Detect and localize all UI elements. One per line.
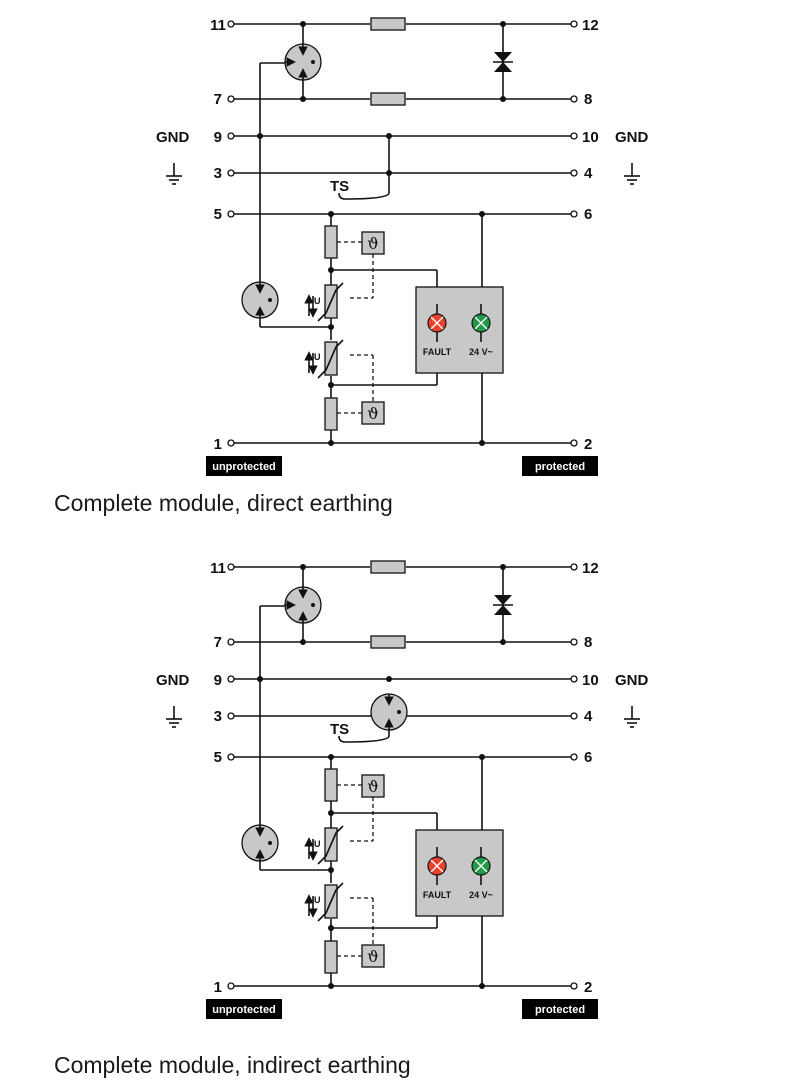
terminal-6-label: 6 [584,749,592,766]
fuse-upper [324,768,338,802]
unprotected-tag [206,999,282,1019]
ground-left-icon [166,706,182,728]
resistor-mid [370,92,406,106]
tvs-diode-icon [493,595,513,615]
power-led-icon [471,304,491,342]
terminal-11-label: 11 [210,560,226,577]
terminal-1-label: 1 [214,436,222,453]
gnd-right-label: GND [615,129,649,146]
terminal-4-label: 4 [584,165,593,182]
voltage-label: 24 V~ [469,890,493,900]
terminal-3-label: 3 [214,165,222,182]
terminal-8-label: 8 [584,91,592,108]
thermal-box-lower [361,401,385,425]
terminal-12-label: 12 [582,17,599,34]
thermal-symbol-lower: ϑ [367,947,378,966]
svg-text:U: U [314,296,321,306]
terminal-1-label: 1 [214,979,222,996]
svg-text:U: U [314,352,321,362]
gas-discharge-tube-top-icon [284,43,322,81]
protected-tag [522,456,598,476]
indicator-module [415,286,504,374]
unprotected-label: unprotected [212,461,276,473]
terminals [227,563,578,990]
thermal-symbol-lower: ϑ [367,404,378,423]
terminal-9-label: 9 [214,672,222,689]
junctions [257,21,506,446]
terminal-8-label: 8 [584,634,592,651]
terminal-3-label: 3 [214,708,222,725]
fuse-upper [324,225,338,259]
ts-link [338,136,390,200]
power-led-icon [471,847,491,885]
diagram-indirect-earthing: 11 7 9 3 5 1 12 8 10 4 6 2 GND GND [0,543,800,1023]
terminal-4-label: 4 [584,708,593,725]
wiring [234,23,571,444]
varistor-upper-icon: U [304,282,344,322]
ts-label: TS [330,178,349,195]
terminal-7-label: 7 [214,634,222,651]
tvs-diode-icon [493,52,513,72]
resistor-mid [370,635,406,649]
diagram-direct-earthing: 11 7 9 3 5 1 12 8 10 4 6 2 GND GND [0,0,800,480]
terminal-2-label: 2 [584,979,592,996]
svg-text:U: U [314,839,321,849]
fault-label: FAULT [423,890,452,900]
gas-discharge-tube-gnd-icon [370,693,408,731]
ground-left-icon [166,163,182,185]
ts-label: TS [330,721,349,738]
unprotected-tag [206,456,282,476]
varistor-lower-icon: U [304,882,344,922]
unprotected-label: unprotected [212,1004,276,1016]
gas-discharge-tube-top-icon [284,586,322,624]
varistor-lower-icon: U [304,339,344,379]
protected-label: protected [535,1004,585,1016]
thermal-symbol-upper: ϑ [367,777,378,796]
varistor-upper-icon: U [304,825,344,865]
fuse-lower [324,397,338,431]
indicator-module [415,829,504,917]
terminal-2-label: 2 [584,436,592,453]
protected-tag [522,999,598,1019]
resistor-top [370,17,406,31]
terminal-5-label: 5 [214,206,222,223]
gnd-left-label: GND [156,129,190,146]
gas-discharge-tube-lower-icon [241,281,279,319]
protected-label: protected [535,461,585,473]
terminal-9-label: 9 [214,129,222,146]
thermal-symbol-upper: ϑ [367,234,378,253]
caption-direct-earthing: Complete module, direct earthing [54,490,393,516]
gnd-left-label: GND [156,672,190,689]
ground-right-icon [624,163,640,185]
thermal-box-lower [361,944,385,968]
svg-text:U: U [314,895,321,905]
fault-label: FAULT [423,347,452,357]
voltage-label: 24 V~ [469,347,493,357]
gnd-right-label: GND [615,672,649,689]
wiring [234,566,571,987]
gas-discharge-tube-lower-icon [241,824,279,862]
ground-right-icon [624,706,640,728]
terminal-6-label: 6 [584,206,592,223]
resistor-top [370,560,406,574]
terminal-10-label: 10 [582,129,599,146]
terminal-11-label: 11 [210,17,226,34]
fault-led-icon [427,304,447,342]
terminal-7-label: 7 [214,91,222,108]
fault-led-icon [427,847,447,885]
terminals [227,20,578,447]
terminal-5-label: 5 [214,749,222,766]
caption-indirect-earthing: Complete module, indirect earthing [54,1052,411,1078]
fuse-lower [324,940,338,974]
terminal-10-label: 10 [582,672,599,689]
terminal-12-label: 12 [582,560,599,577]
